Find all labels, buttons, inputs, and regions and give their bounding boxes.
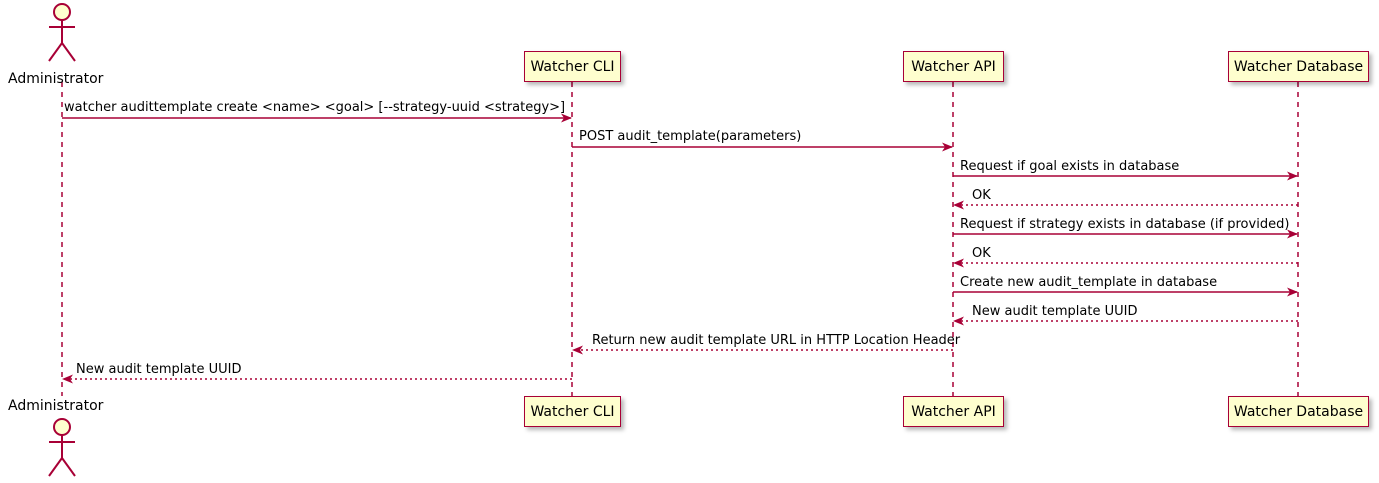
actor-label-bottom: Administrator [8,398,104,414]
message-label-8: New audit template UUID [972,304,1138,319]
participant-box-watcher-database-top[interactable]: Watcher Database [1228,51,1369,82]
message-label-9: Return new audit template URL in HTTP Lo… [592,333,961,348]
participant-box-watcher-api-bottom[interactable]: Watcher API [903,396,1004,427]
participant-label: Watcher API [911,403,996,420]
message-label-2: POST audit_template(parameters) [579,129,802,144]
message-label-10: New audit template UUID [76,362,242,377]
actor-figure-administrator-bottom [48,418,76,477]
message-arrows-group [62,113,1298,384]
participant-box-watcher-cli-top[interactable]: Watcher CLI [524,51,621,82]
message-label-6: OK [972,246,991,261]
participant-box-watcher-cli-bottom[interactable]: Watcher CLI [524,396,621,427]
actor-label-top: Administrator [8,71,104,87]
participant-label: Watcher Database [1233,403,1364,420]
actor-figures-group [48,3,76,477]
participant-box-watcher-api-top[interactable]: Watcher API [903,51,1004,82]
message-label-7: Create new audit_template in database [960,275,1218,290]
message-label-5: Request if strategy exists in database (… [960,217,1290,232]
participant-box-watcher-database-bottom[interactable]: Watcher Database [1228,396,1369,427]
message-label-1: watcher audittemplate create <name> <goa… [64,100,566,115]
participant-label: Watcher CLI [530,403,615,420]
participant-label: Watcher API [911,58,996,75]
message-label-3: Request if goal exists in database [960,159,1180,174]
participant-label: Watcher CLI [530,58,615,75]
message-label-4: OK [972,188,991,203]
participant-label: Watcher Database [1233,58,1364,75]
lifelines-group [61,82,1299,396]
actor-figure-administrator-top [48,3,76,62]
